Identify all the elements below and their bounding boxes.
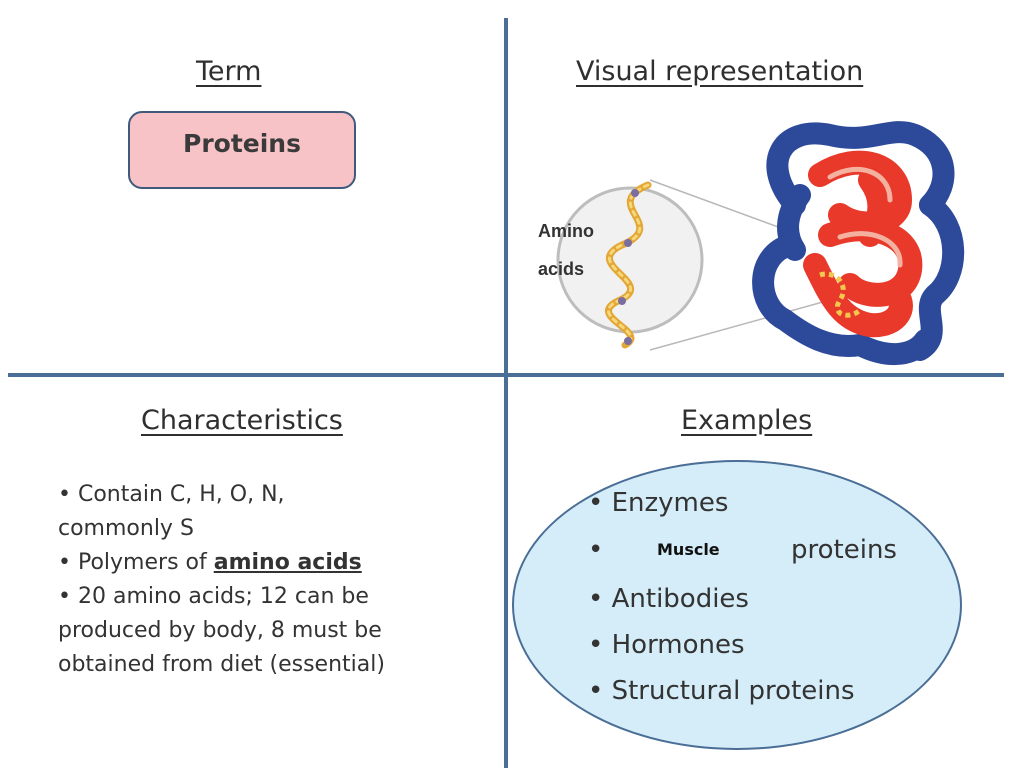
examples-heading: Examples — [681, 405, 813, 436]
amino-acid-helix-highlight — [607, 183, 650, 347]
protein-illustration: Amino acids — [538, 121, 965, 366]
example-item-proteins: proteins — [791, 535, 897, 565]
amino-acid-bead — [618, 297, 626, 305]
term-box: Proteins — [128, 111, 356, 189]
zoom-line-bottom — [649, 299, 831, 351]
protein-red-ribbons — [803, 150, 923, 338]
example-muscle-label: Muscle — [657, 540, 720, 559]
characteristic-item-cont: commonly S — [58, 516, 194, 541]
amino-label-line2: acids — [538, 259, 584, 279]
horizontal-divider — [8, 373, 1004, 377]
term-label: Proteins — [183, 128, 301, 158]
zoom-line-top — [649, 179, 801, 236]
amino-label-line1: Amino — [538, 221, 594, 241]
protein-highlights — [827, 166, 903, 268]
highlighted-chain — [819, 271, 862, 318]
protein-blue-ribbons — [752, 121, 965, 366]
characteristics-list: • Contain C, H, O, N, commonly S • Polym… — [58, 478, 498, 682]
example-item: • Structural proteins — [588, 676, 855, 706]
characteristic-item-cont: obtained from diet (essential) — [58, 652, 385, 677]
characteristics-heading: Characteristics — [141, 405, 343, 436]
term-heading: Term — [196, 56, 262, 87]
amino-acid-bead — [631, 189, 639, 197]
amino-acids-emphasis: amino acids — [213, 550, 362, 575]
example-item: • Enzymes — [588, 488, 729, 518]
vertical-divider — [504, 18, 508, 768]
examples-ellipse — [512, 460, 962, 750]
amino-acid-bead — [624, 337, 632, 345]
amino-acid-bead — [624, 239, 632, 247]
example-item: • Antibodies — [588, 584, 749, 614]
characteristic-item: • Polymers of amino acids — [58, 550, 362, 575]
characteristic-item: • Contain C, H, O, N, — [58, 482, 285, 507]
characteristic-item: • 20 amino acids; 12 can be — [58, 584, 369, 609]
example-item: • Hormones — [588, 630, 745, 660]
visual-heading: Visual representation — [576, 56, 864, 87]
characteristic-item-cont: produced by body, 8 must be — [58, 618, 382, 643]
example-item-bullet: • — [588, 535, 604, 565]
